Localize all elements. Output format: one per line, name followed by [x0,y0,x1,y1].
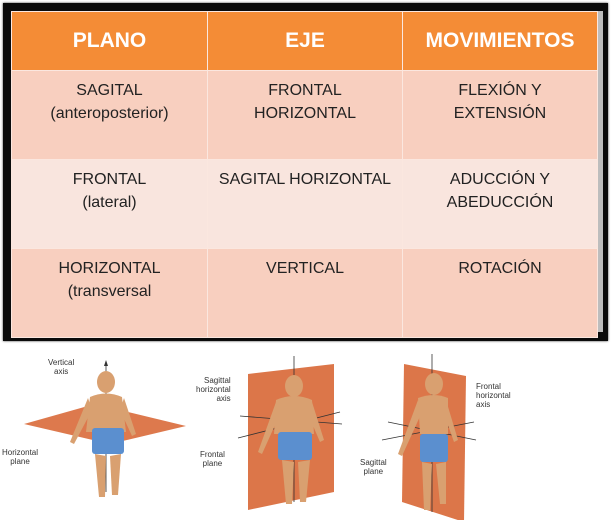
header-movimientos: MOVIMIENTOS [402,11,598,71]
planes-axes-table: PLANO EJE MOVIMIENTOS SAGITAL(anteropost… [11,11,598,338]
human-figure-sagittal-plane-icon [381,354,477,522]
header-eje: EJE [207,11,403,71]
header-row: PLANO EJE MOVIMIENTOS [11,11,598,71]
cell-eje: SAGITAL HORIZONTAL [207,159,403,249]
cell-movimientos: ROTACIÓN [402,248,598,338]
cell-plano: HORIZONTAL(transversal [11,248,208,338]
cell-plano: FRONTAL(lateral) [11,159,208,249]
human-figure-horizontal-plane-icon [24,360,186,497]
table-row: HORIZONTAL(transversal VERTICAL ROTACIÓN [11,248,598,338]
human-figure-frontal-plane-icon [237,356,343,510]
cell-plano: SAGITAL(anteroposterior) [11,70,208,160]
header-plano: PLANO [11,11,208,71]
cell-eje: VERTICAL [207,248,403,338]
table-row: FRONTAL(lateral) SAGITAL HORIZONTAL ADUC… [11,159,598,249]
